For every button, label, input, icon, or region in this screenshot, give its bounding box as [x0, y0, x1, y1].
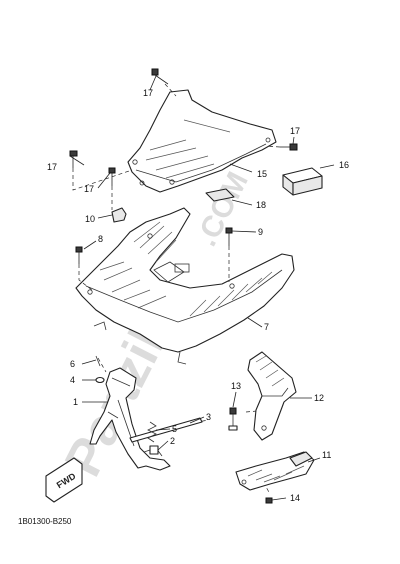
part-4-washer[interactable]: [95, 376, 105, 384]
callout-16[interactable]: 16: [339, 160, 349, 170]
callout-10[interactable]: 10: [85, 214, 95, 224]
callout-7[interactable]: 7: [264, 322, 269, 332]
part-7-footboard[interactable]: [75, 207, 295, 365]
callout-17-mid[interactable]: 17: [84, 184, 94, 194]
part-2-spacer[interactable]: [149, 445, 159, 455]
part-18-label[interactable]: [205, 188, 235, 202]
part-13-bolt[interactable]: [228, 407, 238, 431]
part-12-footrest-bracket[interactable]: [247, 351, 297, 441]
part-17-bolt-top[interactable]: [151, 68, 169, 85]
part-14-bolt[interactable]: [265, 497, 287, 504]
part-3-shaft[interactable]: [129, 417, 203, 443]
part-16-pad[interactable]: [282, 167, 323, 196]
callout-11[interactable]: 11: [322, 450, 331, 460]
part-6-cotter-pin[interactable]: [95, 355, 101, 367]
callout-17-left[interactable]: 17: [47, 162, 57, 172]
callout-12[interactable]: 12: [314, 393, 324, 403]
callout-3[interactable]: 3: [206, 412, 211, 422]
part-17-bolt-right[interactable]: [280, 143, 298, 151]
part-9-bolt[interactable]: [225, 227, 233, 246]
fwd-arrow: FWD: [45, 457, 83, 503]
callout-14[interactable]: 14: [290, 493, 300, 503]
callout-18[interactable]: 18: [256, 200, 266, 210]
callout-1[interactable]: 1: [73, 397, 78, 407]
part-5-spring[interactable]: [147, 421, 157, 443]
watermark-suffix: .COM: [190, 167, 255, 252]
leader-lines: [69, 75, 335, 463]
part-17-bolt-mid[interactable]: [108, 167, 116, 186]
callout-6[interactable]: 6: [70, 359, 75, 369]
callout-2[interactable]: 2: [170, 436, 175, 446]
callout-17-top[interactable]: 17: [143, 88, 153, 98]
callout-4[interactable]: 4: [70, 375, 75, 385]
callout-9[interactable]: 9: [258, 227, 263, 237]
part-15-upper-cover[interactable]: [127, 89, 277, 193]
diagram-reference-code: 1B01300-B250: [18, 517, 72, 526]
part-11-footrest[interactable]: [235, 451, 315, 491]
callout-5[interactable]: 5: [172, 424, 177, 434]
callout-15[interactable]: 15: [257, 169, 267, 179]
callouts: 17 17 16 17 15 17 18 10 9 8 7 6 4 13 12 …: [47, 88, 349, 503]
part-10-clip-nut[interactable]: [111, 207, 127, 223]
callout-17-right[interactable]: 17: [290, 126, 300, 136]
callout-13[interactable]: 13: [231, 381, 241, 391]
part-8-bolt[interactable]: [75, 246, 83, 264]
callout-8[interactable]: 8: [98, 234, 103, 244]
